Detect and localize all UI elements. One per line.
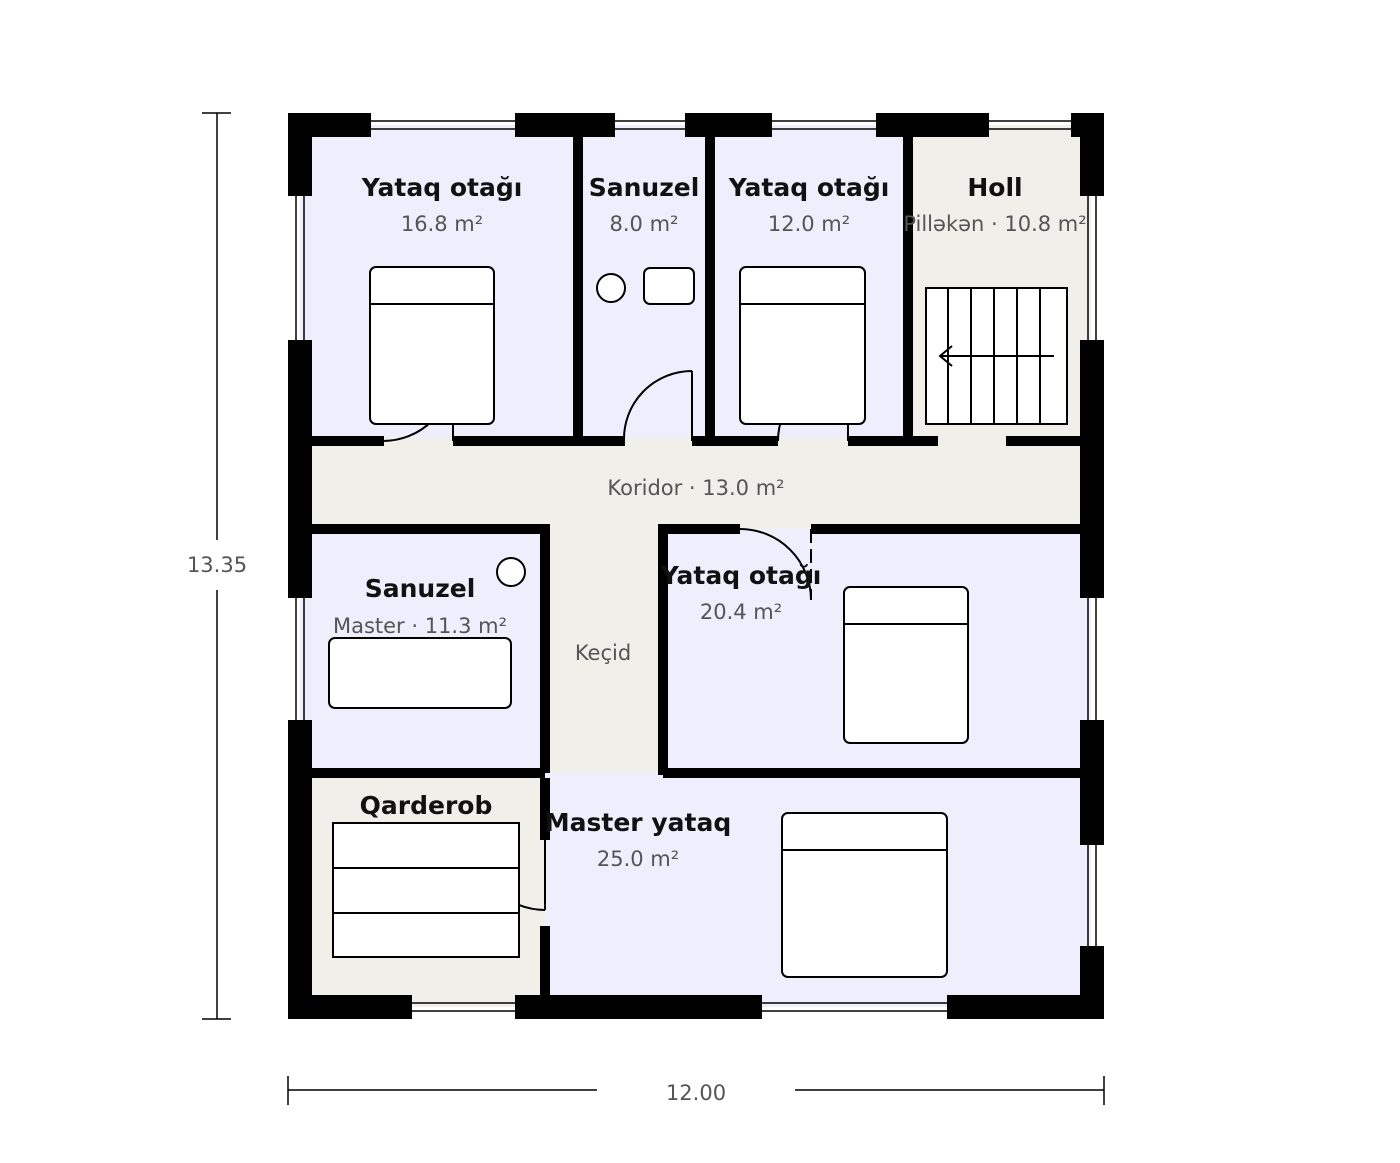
- height-dimension-label: 13.35: [187, 553, 247, 577]
- window-left-1[interactable]: [295, 196, 305, 340]
- bathroom-2-area: Master · 11.3 m²: [333, 614, 507, 638]
- bed-master[interactable]: [781, 812, 948, 978]
- room-labels: Yataq otağı 16.8 m² Sanuzel 8.0 m² Yataq…: [333, 173, 1087, 871]
- dimension-height: 13.35: [187, 112, 247, 1020]
- door-bedroom-3[interactable]: [739, 528, 812, 601]
- window-right-1[interactable]: [1087, 196, 1097, 340]
- bedroom-2-name: Yataq otağı: [728, 173, 890, 202]
- sink-bathroom-1[interactable]: [643, 267, 695, 305]
- bed-bedroom-1[interactable]: [369, 266, 495, 425]
- bathroom-1-area: 8.0 m²: [610, 212, 679, 236]
- master-bedroom-area: 25.0 m²: [597, 847, 679, 871]
- toilet-bathroom-2[interactable]: [496, 557, 526, 587]
- bathroom-1-name: Sanuzel: [589, 173, 700, 202]
- corridor-floor[interactable]: [300, 438, 1091, 529]
- staircase[interactable]: [925, 287, 1068, 425]
- interior-walls: [300, 133, 1091, 1007]
- window-top-4[interactable]: [989, 120, 1071, 130]
- toilet-bathroom-1[interactable]: [596, 273, 626, 303]
- bedroom-3-name: Yataq otağı: [660, 561, 822, 590]
- corridor-label: Koridor · 13.0 m²: [607, 476, 784, 500]
- wardrobe-shelves[interactable]: [332, 822, 520, 958]
- master-bedroom-name: Master yataq: [545, 808, 731, 837]
- wardrobe-name: Qarderob: [360, 791, 493, 820]
- window-right-3[interactable]: [1087, 845, 1097, 946]
- bedroom-3-area: 20.4 m²: [700, 600, 782, 624]
- bedroom-1-area: 16.8 m²: [401, 212, 483, 236]
- width-dimension-label: 12.00: [666, 1081, 726, 1105]
- hall-area: Pilləkən · 10.8 m²: [903, 212, 1086, 236]
- stair-arrowhead-icon: [938, 345, 953, 367]
- window-top-2[interactable]: [615, 120, 685, 130]
- bedroom-1-name: Yataq otağı: [361, 173, 523, 202]
- window-bottom-2[interactable]: [762, 1002, 947, 1012]
- bed-bedroom-3[interactable]: [843, 586, 969, 744]
- windows: [295, 120, 1097, 1012]
- bed-bedroom-2[interactable]: [739, 266, 866, 425]
- window-top-1[interactable]: [371, 120, 515, 130]
- passage-label: Keçid: [575, 641, 631, 665]
- bedroom-2-area: 12.0 m²: [768, 212, 850, 236]
- bathroom-2-name: Sanuzel: [365, 574, 476, 603]
- passage-floor[interactable]: [545, 529, 663, 773]
- window-right-2[interactable]: [1087, 598, 1097, 720]
- window-left-2[interactable]: [295, 598, 305, 720]
- window-top-3[interactable]: [772, 120, 876, 130]
- hall-name: Holl: [967, 173, 1022, 202]
- furniture: [328, 266, 1068, 978]
- window-bottom-1[interactable]: [412, 1002, 515, 1012]
- bathtub[interactable]: [328, 637, 512, 709]
- exterior-walls: [288, 113, 1104, 1019]
- door-bathroom-1[interactable]: [622, 370, 693, 442]
- dimension-width: 12.00: [287, 1076, 1105, 1105]
